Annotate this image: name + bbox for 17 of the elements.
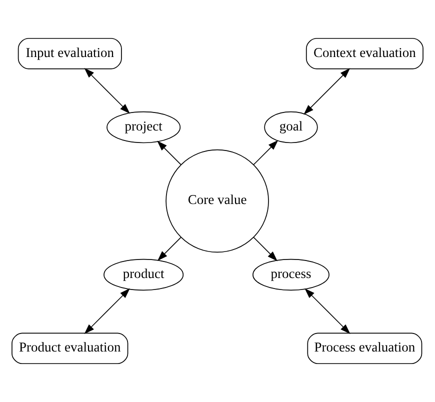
arrow <box>84 288 130 334</box>
node-ellipse: product <box>104 258 184 291</box>
arrow <box>253 237 278 262</box>
node-ellipse: project <box>106 111 181 144</box>
node-box: Process evaluation <box>307 332 422 364</box>
node-box: Product evaluation <box>12 332 128 364</box>
arrow <box>84 68 130 114</box>
node-circle: Core value <box>166 149 269 253</box>
arrow <box>304 68 350 115</box>
arrow <box>253 140 278 165</box>
node-ellipse: goal <box>264 111 318 144</box>
arrow <box>157 237 182 261</box>
arrow <box>304 288 350 334</box>
node-box: Input evaluation <box>18 38 122 70</box>
node-box: Context evaluation <box>306 38 424 70</box>
arrow <box>157 140 182 165</box>
node-ellipse: process <box>252 258 330 291</box>
